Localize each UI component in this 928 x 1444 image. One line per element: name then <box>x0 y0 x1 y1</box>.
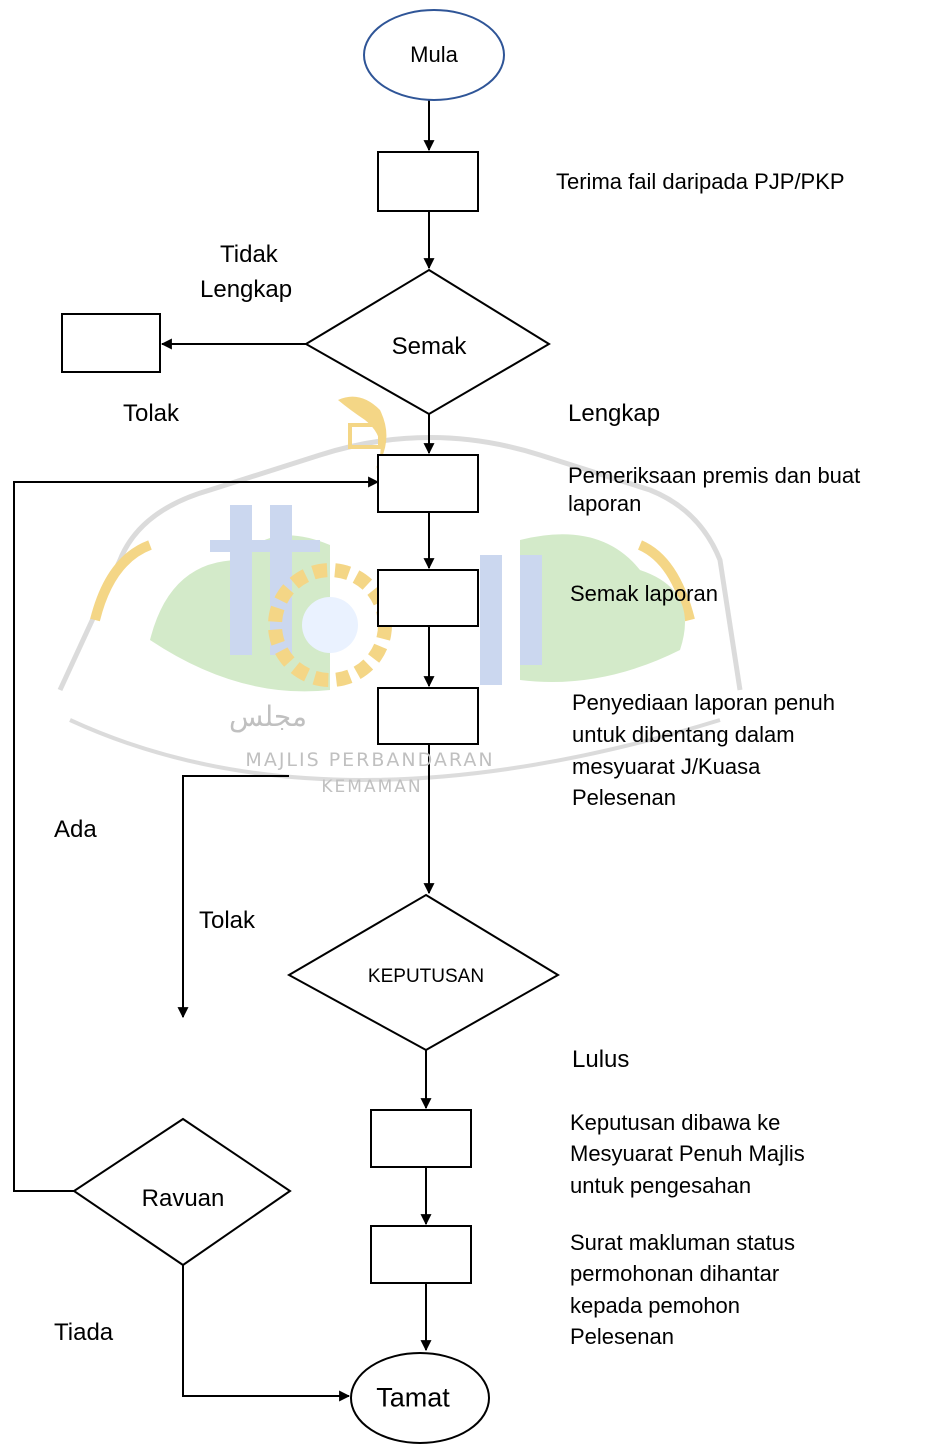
watermark-text: مجلس MAJLIS PERBANDARAN KEMAMAN <box>229 700 494 797</box>
appeal-label: Ravuan <box>141 1185 225 1212</box>
branch-incomplete-line2: Lengkap <box>200 276 293 303</box>
branch-pass-label: Lulus <box>572 1046 630 1073</box>
decision-diamond <box>286 893 560 1052</box>
notice-box <box>370 1225 472 1284</box>
full-report-box <box>377 687 479 745</box>
review-box <box>377 569 479 627</box>
end-label: Tamat <box>376 1382 450 1413</box>
start-terminal <box>363 9 505 101</box>
arrow-appeal-to-inspection <box>13 476 380 1192</box>
start-label: Mula <box>410 42 458 67</box>
step-check-report: Semak laporan <box>570 581 718 606</box>
step-council-line1: Keputusan dibawa ke <box>570 1110 781 1135</box>
watermark-line1: MAJLIS PERBANDARAN <box>245 749 494 771</box>
check-label: Semak <box>391 333 467 360</box>
step-inspection-line1: Pemeriksaan premis dan buat <box>568 463 861 488</box>
step-full-report-line1: Penyediaan laporan penuh <box>572 690 836 715</box>
watermark-logo <box>57 396 743 782</box>
check-diamond <box>304 268 551 416</box>
branch-has-appeal-label: Ada <box>54 816 97 843</box>
branch-reject-label: Tolak <box>123 400 180 427</box>
step-council-line2: Mesyuarat Penuh Majlis <box>570 1141 805 1166</box>
connectors <box>13 100 435 1402</box>
step-full-report-line2: untuk dibentang dalam <box>572 722 795 747</box>
reject-box <box>61 313 161 373</box>
council-box <box>370 1109 472 1168</box>
receive-file-box <box>377 151 479 212</box>
step-council-line3: untuk pengesahan <box>570 1173 752 1198</box>
decision-label: KEPUTUSAN <box>367 966 485 987</box>
step-notice-line4: Pelesenan <box>570 1324 674 1349</box>
shapes <box>61 9 560 1444</box>
step-notice-line2: permohonan dihantar <box>570 1261 780 1286</box>
watermark-line2: KEMAMAN <box>321 777 422 797</box>
branch-decision-reject-label: Tolak <box>199 907 256 934</box>
arrow-decision-to-appeal <box>177 775 289 1019</box>
arrow-appeal-to-end <box>182 1265 351 1402</box>
end-terminal <box>350 1352 490 1444</box>
step-full-report-line4: Pelesenan <box>572 785 676 810</box>
inspection-box <box>377 454 479 513</box>
step-notice-line1: Surat makluman status <box>570 1230 795 1255</box>
watermark-arabic: مجلس <box>229 700 307 733</box>
step-receive-file: Terima fail daripada PJP/PKP <box>556 169 845 194</box>
appeal-diamond <box>72 1117 292 1267</box>
step-full-report-line3: mesyuarat J/Kuasa <box>572 754 761 779</box>
branch-incomplete-line1: Tidak <box>220 241 278 268</box>
branch-no-appeal-label: Tiada <box>54 1319 114 1346</box>
step-inspection-line2: laporan <box>568 491 642 516</box>
step-notice-line3: kepada pemohon <box>570 1293 741 1318</box>
branch-complete-label: Lengkap <box>568 400 661 427</box>
